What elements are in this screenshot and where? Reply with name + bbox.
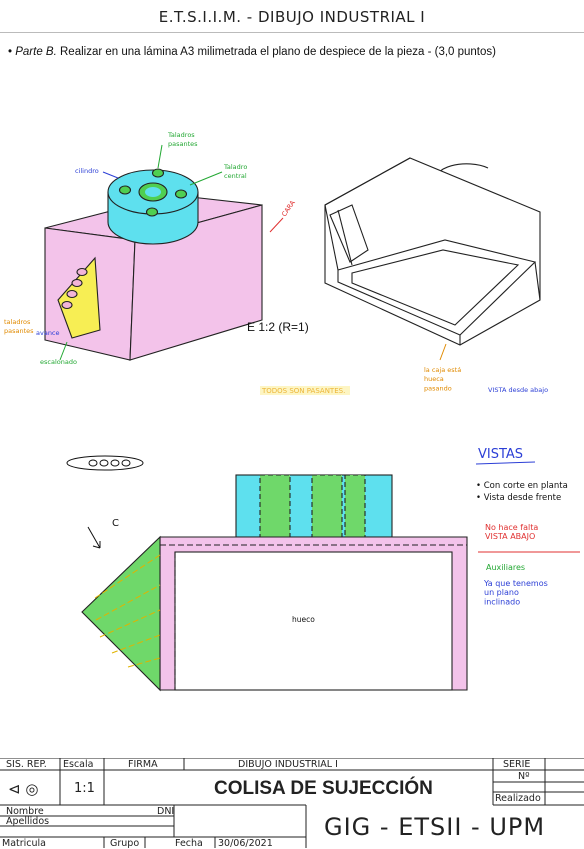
tb-titulo: COLISA DE SUJECCIÓN xyxy=(214,778,433,799)
note-bullet-1: • Con corte en planta xyxy=(476,481,568,491)
front-view xyxy=(81,474,468,692)
statement-part: Parte B. xyxy=(15,46,57,58)
label-cilindro: cilindro xyxy=(75,167,99,175)
tb-apellidos: Apellidos xyxy=(6,816,50,827)
hueco-label: hueco xyxy=(292,615,315,624)
hollow-cavity xyxy=(174,551,453,691)
tb-numero: Nº xyxy=(518,771,530,782)
view-label-c: C xyxy=(112,518,119,529)
statement-text: Realizar en una lámina A3 milimetrada el… xyxy=(60,46,496,58)
tb-fecha-label: Fecha xyxy=(175,838,203,849)
cylinder-holes xyxy=(118,168,188,217)
bottom-view-drawing xyxy=(324,157,541,346)
label-escalonado: escalonado xyxy=(40,358,77,366)
tb-firma: FIRMA xyxy=(128,759,158,770)
label-avance: avance xyxy=(36,329,60,337)
scale-note: E 1:2 (R=1) xyxy=(247,320,309,334)
bottom-view-caption: VISTA desde abajo xyxy=(488,386,548,394)
inclined-holes xyxy=(61,267,88,310)
exercise-statement: • Parte B. Realizar en una lámina A3 mil… xyxy=(8,46,496,58)
tb-realizado: Realizado xyxy=(495,793,541,804)
tb-grupo: Grupo xyxy=(110,838,140,849)
notes-panel: VISTAS • Con corte en planta • Vista des… xyxy=(475,447,580,606)
aux-title: Auxiliares xyxy=(486,563,525,572)
page-title: E.T.S.I.I.M. - DIBUJO INDUSTRIAL I xyxy=(158,8,426,26)
tb-serie: SERIE xyxy=(503,759,531,770)
vistas-title: VISTAS xyxy=(478,447,523,462)
tb-dni: DNI xyxy=(157,806,175,817)
tb-sis-rep: SIS. REP. xyxy=(6,759,47,770)
tb-dibujo: DIBUJO INDUSTRIAL I xyxy=(238,759,338,770)
tb-fecha-value: 30/06/2021 xyxy=(218,838,273,849)
isometric-piece xyxy=(44,168,263,361)
todos-note: TODOS SON PASANTES. xyxy=(261,387,345,395)
tb-matricula: Matricula xyxy=(2,838,46,849)
note-bullet-2: • Vista desde frente xyxy=(476,493,561,503)
projection-symbol: ⊲ ◎ xyxy=(8,780,39,798)
label-cara: CARA xyxy=(280,199,297,219)
aux-view-sketch xyxy=(66,455,144,549)
tb-escala-value: 1:1 xyxy=(74,781,95,796)
tb-nombre: Nombre xyxy=(6,806,44,817)
header-divider xyxy=(0,32,584,33)
page-header: E.T.S.I.I.M. - DIBUJO INDUSTRIAL I xyxy=(0,0,584,34)
tb-escuela: GIG - ETSII - UPM xyxy=(324,813,546,841)
inclined-feature xyxy=(81,535,161,692)
title-block: SIS. REP. Escala FIRMA DIBUJO INDUSTRIAL… xyxy=(0,758,584,849)
tb-escala-label: Escala xyxy=(63,759,94,770)
